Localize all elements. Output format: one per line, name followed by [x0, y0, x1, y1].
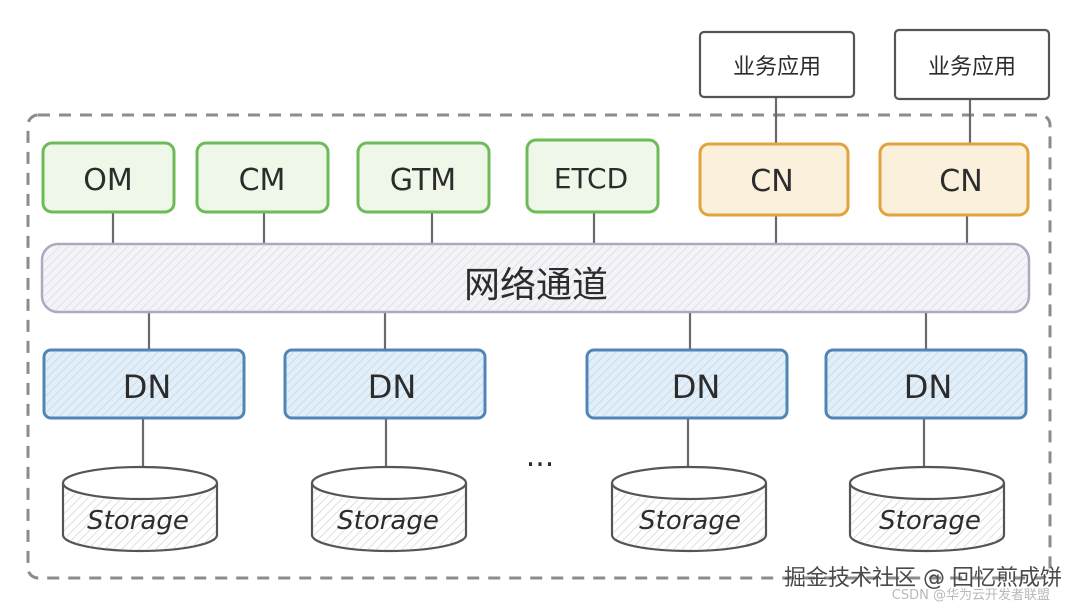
data-node-4: DN [824, 348, 1028, 420]
app-box-1-label: 业务应用 [733, 55, 821, 80]
storage-2: Storage [310, 465, 468, 553]
component-etcd: ETCD [525, 138, 660, 214]
data-node-1-label: DN [123, 368, 172, 406]
storage-1: Storage [61, 465, 219, 553]
coordinator-cn-2-label: CN [939, 164, 982, 199]
component-gtm-label: GTM [390, 163, 456, 198]
data-node-1: DN [42, 348, 246, 420]
app-box-1: 业务应用 [698, 30, 856, 99]
network-channel-label: 网络通道 [464, 265, 608, 306]
data-node-3-label: DN [672, 368, 721, 406]
cluster-boundary [26, 113, 1052, 580]
component-om-label: OM [83, 163, 133, 198]
storage-1-label: Storage [87, 506, 189, 536]
connector-lines [111, 97, 972, 466]
storage-3-label: Storage [639, 506, 741, 536]
network-channel: 网络通道 [40, 242, 1031, 314]
component-cm-label: CM [239, 163, 286, 198]
app-box-2: 业务应用 [893, 28, 1051, 101]
data-node-2: DN [283, 348, 487, 420]
component-etcd-label: ETCD [554, 162, 628, 195]
coordinator-cn-1: CN [698, 142, 850, 217]
component-om: OM [41, 141, 176, 214]
storage-4: Storage [848, 465, 1006, 553]
component-gtm: GTM [356, 141, 491, 214]
app-box-2-label: 业务应用 [928, 55, 1016, 80]
data-node-4-label: DN [904, 368, 953, 406]
data-node-3: DN [585, 348, 789, 420]
watermark-juejin: 掘金技术社区 @ 回忆煎成饼 [784, 566, 1062, 591]
storage-2-label: Storage [337, 506, 439, 536]
component-cm: CM [195, 141, 330, 214]
storage-4-label: Storage [879, 506, 981, 536]
coordinator-cn-2: CN [878, 142, 1030, 217]
coordinator-cn-1-label: CN [750, 164, 793, 199]
more-nodes-ellipsis: ... [526, 439, 555, 474]
storage-3: Storage [610, 465, 768, 553]
data-node-2-label: DN [368, 368, 417, 406]
watermark-csdn: CSDN @华为云开发者联盟 [891, 588, 1050, 603]
